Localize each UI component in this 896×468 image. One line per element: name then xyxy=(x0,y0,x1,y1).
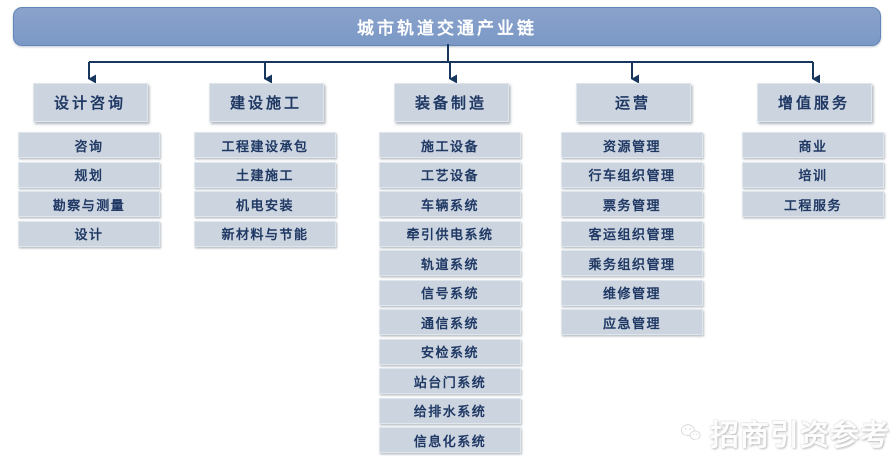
node-label: 票务管理 xyxy=(602,197,661,213)
node-label: 设计 xyxy=(74,227,104,242)
watermark: 招商引资参考 xyxy=(680,405,890,460)
category-label: 装备制造 xyxy=(414,95,487,112)
node-construction-2: 机电安装 xyxy=(194,191,336,217)
node-label: 行车组织管理 xyxy=(588,168,676,183)
node-label: 车辆系统 xyxy=(420,197,479,213)
node-design-consulting-0: 咨询 xyxy=(18,132,160,158)
node-value-added-services-0: 商业 xyxy=(742,132,884,158)
node-label: 维修管理 xyxy=(602,286,661,301)
node-label: 站台门系统 xyxy=(413,374,487,390)
category-box-design-consulting: 设计咨询 xyxy=(32,83,148,122)
wechat-icon xyxy=(681,423,701,442)
node-design-consulting-2: 勘察与测量 xyxy=(18,191,160,217)
node-label: 培训 xyxy=(798,168,828,183)
root-title-banner: 城市轨道交通产业链 xyxy=(13,7,881,46)
node-equipment-manufacturing-8: 站台门系统 xyxy=(379,368,521,394)
node-operations-1: 行车组织管理 xyxy=(561,161,703,188)
node-operations-5: 维修管理 xyxy=(561,279,703,306)
node-label: 勘察与测量 xyxy=(52,197,126,213)
node-equipment-manufacturing-2: 车辆系统 xyxy=(379,191,521,217)
node-operations-2: 票务管理 xyxy=(561,191,703,217)
item-list-equipment-manufacturing: 施工设备工艺设备车辆系统牵引供电系统轨道系统信号系统通信系统安检系统站台门系统给… xyxy=(379,132,521,453)
node-operations-4: 乘务组织管理 xyxy=(561,250,703,276)
watermark-text: 招商引资参考 xyxy=(709,419,890,452)
node-label: 牵引供电系统 xyxy=(406,227,494,242)
node-equipment-manufacturing-4: 轨道系统 xyxy=(379,250,521,276)
category-label: 设计咨询 xyxy=(53,95,126,112)
node-label: 通信系统 xyxy=(420,315,479,331)
node-label: 乘务组织管理 xyxy=(588,256,676,272)
node-label: 轨道系统 xyxy=(420,256,479,272)
category-box-equipment-manufacturing: 装备制造 xyxy=(393,83,509,122)
node-label: 规划 xyxy=(74,168,104,183)
node-operations-6: 应急管理 xyxy=(561,309,703,335)
node-label: 客运组织管理 xyxy=(588,227,676,242)
node-equipment-manufacturing-5: 信号系统 xyxy=(379,279,521,306)
node-equipment-manufacturing-9: 给排水系统 xyxy=(379,397,521,424)
node-label: 资源管理 xyxy=(602,138,661,154)
node-label: 信号系统 xyxy=(420,286,479,301)
node-equipment-manufacturing-1: 工艺设备 xyxy=(379,161,521,188)
node-operations-0: 资源管理 xyxy=(561,132,703,158)
node-label: 安检系统 xyxy=(420,345,479,360)
node-value-added-services-1: 培训 xyxy=(742,161,884,188)
node-value-added-services-2: 工程服务 xyxy=(742,191,884,217)
node-equipment-manufacturing-0: 施工设备 xyxy=(379,132,521,158)
node-label: 机电安装 xyxy=(235,197,294,213)
node-equipment-manufacturing-6: 通信系统 xyxy=(379,309,521,335)
node-equipment-manufacturing-7: 安检系统 xyxy=(379,338,521,365)
category-box-value-added-services: 增值服务 xyxy=(756,83,872,122)
node-label: 土建施工 xyxy=(235,168,294,183)
node-label: 信息化系统 xyxy=(413,433,487,449)
category-label: 增值服务 xyxy=(777,95,850,112)
node-design-consulting-3: 设计 xyxy=(18,220,160,247)
node-label: 咨询 xyxy=(74,138,104,154)
category-box-construction: 建设施工 xyxy=(208,83,324,122)
item-list-value-added-services: 商业培训工程服务 xyxy=(742,132,884,217)
node-construction-1: 土建施工 xyxy=(194,161,336,188)
page-title: 城市轨道交通产业链 xyxy=(357,19,537,38)
node-label: 应急管理 xyxy=(602,315,661,331)
node-equipment-manufacturing-3: 牵引供电系统 xyxy=(379,220,521,247)
category-label: 运营 xyxy=(614,95,651,112)
node-label: 给排水系统 xyxy=(413,404,487,419)
item-list-design-consulting: 咨询规划勘察与测量设计 xyxy=(18,132,160,247)
category-label: 建设施工 xyxy=(229,95,302,112)
node-construction-3: 新材料与节能 xyxy=(194,220,336,247)
item-list-operations: 资源管理行车组织管理票务管理客运组织管理乘务组织管理维修管理应急管理 xyxy=(561,132,703,335)
node-label: 工程服务 xyxy=(783,197,842,213)
node-label: 施工设备 xyxy=(420,138,479,154)
node-construction-0: 工程建设承包 xyxy=(194,132,336,158)
node-design-consulting-1: 规划 xyxy=(18,161,160,188)
category-box-operations: 运营 xyxy=(575,83,691,122)
node-operations-3: 客运组织管理 xyxy=(561,220,703,247)
node-label: 工程建设承包 xyxy=(221,138,309,154)
node-label: 商业 xyxy=(798,138,828,154)
item-list-construction: 工程建设承包土建施工机电安装新材料与节能 xyxy=(194,132,336,247)
node-label: 新材料与节能 xyxy=(221,227,309,242)
node-label: 工艺设备 xyxy=(420,168,479,183)
node-equipment-manufacturing-10: 信息化系统 xyxy=(379,427,521,453)
